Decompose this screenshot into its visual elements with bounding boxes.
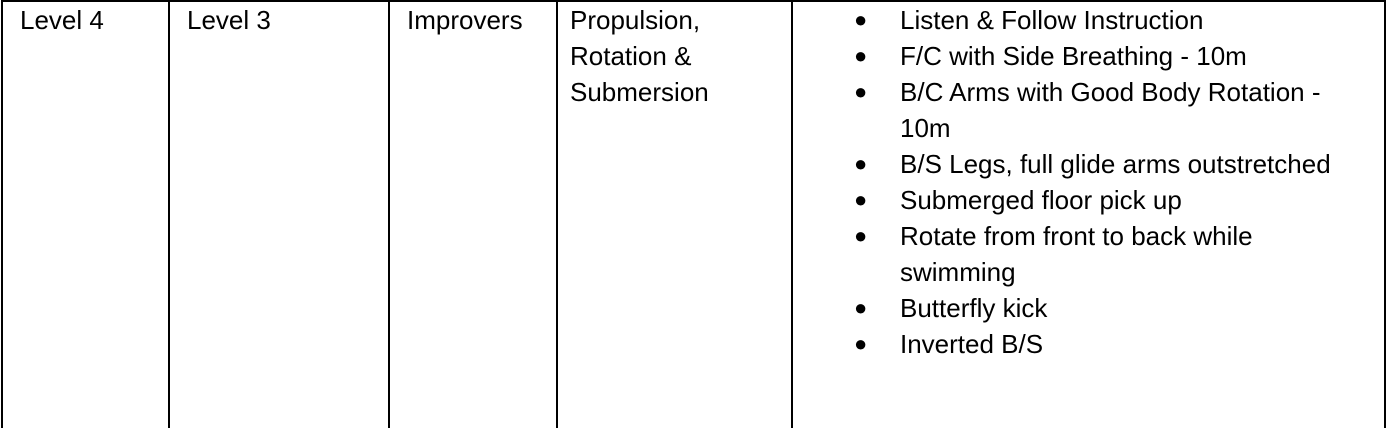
level-cell: Level 4	[1, 0, 170, 428]
bullet-dot-icon: ●	[854, 79, 868, 104]
skills-list: ● Listen & Follow Instruction ● F/C with S…	[793, 2, 1384, 362]
bullet-dot-icon: ●	[854, 187, 868, 212]
skill-text: Rotate from front to back while swimming	[900, 221, 1253, 287]
list-item: ● F/C with Side Breathing - 10m	[793, 38, 1384, 74]
focus-cell: Propulsion, Rotation & Submersion	[556, 0, 793, 428]
bullet-dot-icon: ●	[854, 223, 868, 248]
skill-text: Inverted B/S	[900, 329, 1044, 359]
list-item: ● Listen & Follow Instruction	[793, 2, 1384, 38]
focus-text: Propulsion, Rotation & Submersion	[570, 5, 709, 107]
skill-text: B/S Legs, full glide arms outstretched	[900, 149, 1331, 179]
skill-text: Listen & Follow Instruction	[900, 5, 1204, 35]
skill-text: Submerged floor pick up	[900, 185, 1182, 215]
skill-text: F/C with Side Breathing - 10m	[900, 41, 1247, 71]
skills-cell: ● Listen & Follow Instruction ● F/C with S…	[791, 0, 1386, 428]
list-item: ● B/S Legs, full glide arms outstretched	[793, 146, 1384, 182]
bullet-dot-icon: ●	[854, 331, 868, 356]
list-item: ● Butterfly kick	[793, 290, 1384, 326]
bullet-dot-icon: ●	[854, 295, 868, 320]
bullet-dot-icon: ●	[854, 43, 868, 68]
bullet-dot-icon: ●	[854, 7, 868, 32]
list-item: ● B/C Arms with Good Body Rotation - 10m	[793, 74, 1384, 146]
list-item: ● Submerged floor pick up	[793, 182, 1384, 218]
stage-text: Improvers	[407, 5, 523, 35]
list-item: ● Rotate from front to back while swimmin…	[793, 218, 1384, 290]
previous-level-cell: Level 3	[168, 0, 390, 428]
stage-cell: Improvers	[388, 0, 558, 428]
previous-level-text: Level 3	[187, 5, 271, 35]
level-text: Level 4	[20, 5, 104, 35]
skill-text: Butterfly kick	[900, 293, 1048, 323]
bullet-dot-icon: ●	[854, 151, 868, 176]
list-item: ● Inverted B/S	[793, 326, 1384, 362]
skill-text: B/C Arms with Good Body Rotation - 10m	[900, 77, 1321, 143]
